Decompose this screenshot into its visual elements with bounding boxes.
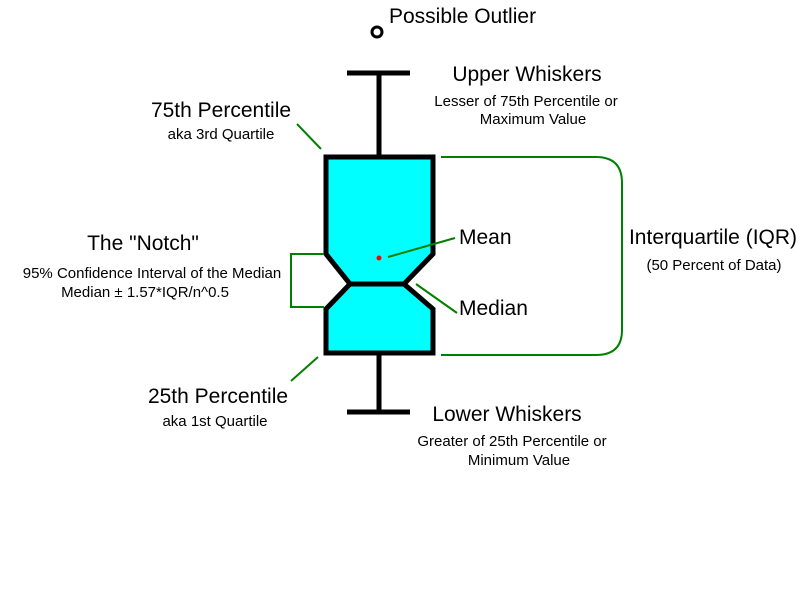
percentile-25-title: 25th Percentile	[148, 385, 288, 408]
iqr-subtitle: (50 Percent of Data)	[646, 257, 781, 274]
iqr-bracket	[441, 156, 623, 356]
lower-whiskers-line2: Minimum Value	[468, 452, 570, 469]
upper-whiskers-line1: Lesser of 75th Percentile or	[434, 93, 617, 110]
pointer-75th-percentile	[296, 123, 322, 150]
notch-bracket	[290, 253, 324, 308]
notch-title: The "Notch"	[87, 232, 199, 255]
mean-label: Mean	[459, 226, 512, 249]
outlier-label: Possible Outlier	[389, 5, 536, 28]
pointer-mean	[387, 237, 456, 258]
upper-whiskers-title: Upper Whiskers	[452, 63, 601, 86]
notch-line2: Median ± 1.57*IQR/n^0.5	[61, 284, 229, 301]
mean-dot	[376, 255, 382, 261]
percentile-75-subtitle: aka 3rd Quartile	[168, 126, 275, 143]
median-label: Median	[459, 297, 528, 320]
notch-line1: 95% Confidence Interval of the Median	[23, 265, 282, 282]
notched-box	[323, 154, 436, 356]
outlier-marker	[370, 25, 384, 39]
lower-whiskers-title: Lower Whiskers	[432, 403, 581, 426]
upper-whiskers-line2: Maximum Value	[480, 111, 586, 128]
percentile-25-subtitle: aka 1st Quartile	[162, 413, 267, 430]
pointer-25th-percentile	[290, 356, 319, 382]
iqr-title: Interquartile (IQR)	[629, 226, 797, 249]
pointer-median	[415, 283, 458, 314]
lower-whiskers-line1: Greater of 25th Percentile or	[417, 433, 606, 450]
percentile-75-title: 75th Percentile	[151, 99, 291, 122]
